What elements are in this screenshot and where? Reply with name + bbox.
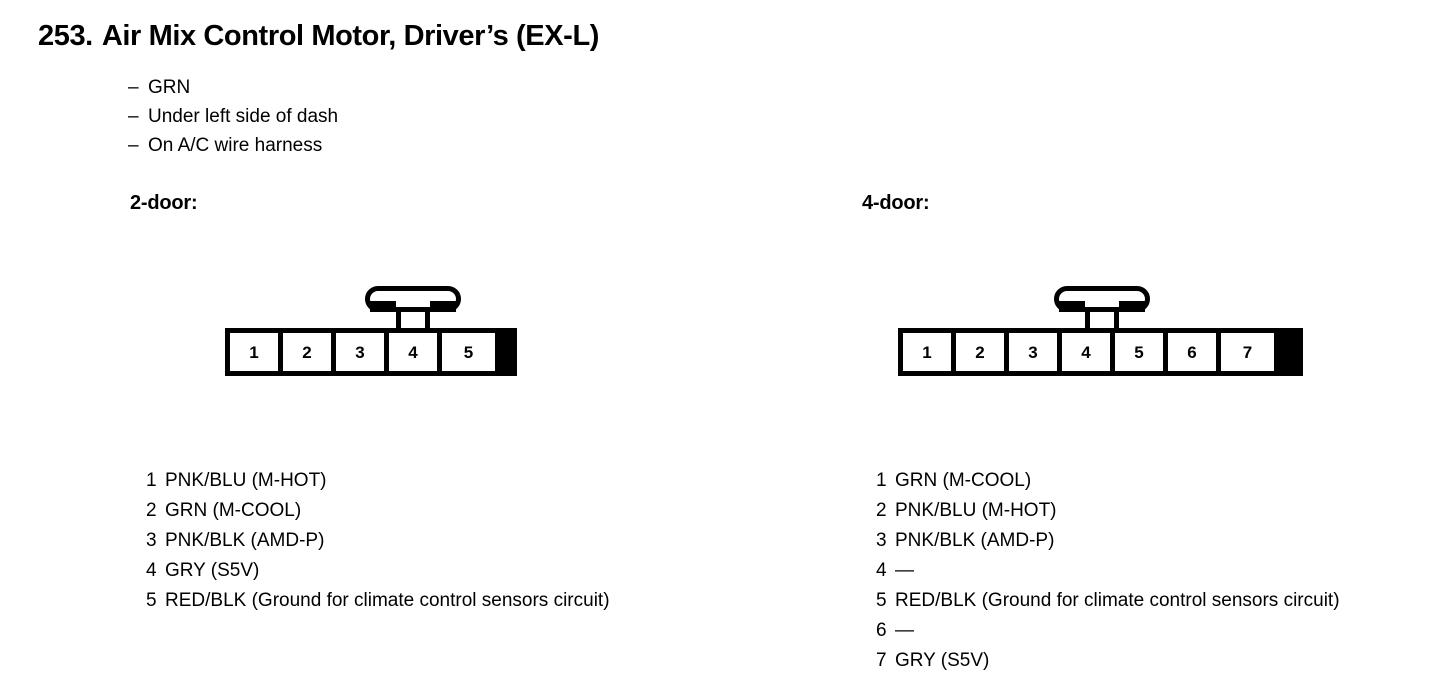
detail-list: –GRN –Under left side of dash –On A/C wi… bbox=[128, 73, 338, 160]
connector-body-2door: 1 2 3 4 5 bbox=[225, 328, 517, 376]
connector-body-4door: 1 2 3 4 5 6 7 bbox=[898, 328, 1303, 376]
pin-description: GRN (M-COOL) bbox=[165, 500, 302, 521]
pin-list-item: 1 PNK/BLU (M-HOT) bbox=[146, 466, 610, 496]
page-number: 253. bbox=[38, 20, 93, 52]
latch-notch-left bbox=[370, 301, 396, 312]
pin-description: — bbox=[895, 560, 914, 581]
pin-list-item: 4 GRY (S5V) bbox=[146, 556, 610, 586]
pin-description: RED/BLK (Ground for climate control sens… bbox=[165, 590, 610, 611]
detail-item: –On A/C wire harness bbox=[128, 131, 338, 160]
pin-description: PNK/BLU (M-HOT) bbox=[165, 470, 327, 491]
page-title: 253.Air Mix Control Motor, Driver’s (EX-… bbox=[38, 22, 599, 51]
variant-label-2door: 2-door: bbox=[130, 192, 198, 214]
detail-item-label: On A/C wire harness bbox=[148, 135, 323, 156]
pin-cell: 1 bbox=[230, 333, 283, 371]
pin-number: 1 bbox=[146, 470, 157, 491]
connector-diagram-2door: 1 2 3 4 5 bbox=[225, 286, 517, 376]
latch-notch-left bbox=[1059, 301, 1085, 312]
detail-item: –Under left side of dash bbox=[128, 102, 338, 131]
dash-bullet-icon: – bbox=[128, 106, 139, 127]
pin-cell: 1 bbox=[903, 333, 956, 371]
pin-description: PNK/BLU (M-HOT) bbox=[895, 500, 1057, 521]
dash-bullet-icon: – bbox=[128, 135, 139, 156]
pin-list-item: 1 GRN (M-COOL) bbox=[876, 466, 1340, 496]
latch-stem-left bbox=[1085, 307, 1090, 329]
pin-description: — bbox=[895, 620, 914, 641]
pin-cell: 4 bbox=[389, 333, 442, 371]
pin-list-item: 3 PNK/BLK (AMD-P) bbox=[146, 526, 610, 556]
pin-number: 3 bbox=[876, 530, 887, 551]
latch-notch-right bbox=[1119, 301, 1145, 312]
pin-description: PNK/BLK (AMD-P) bbox=[895, 530, 1055, 551]
dash-bullet-icon: – bbox=[128, 77, 139, 98]
pin-number: 4 bbox=[876, 560, 887, 581]
pin-description: GRN (M-COOL) bbox=[895, 470, 1032, 491]
pin-list-item: 2 GRN (M-COOL) bbox=[146, 496, 610, 526]
connector-latch-icon bbox=[365, 286, 461, 329]
pin-cell: 2 bbox=[956, 333, 1009, 371]
detail-item-label: GRN bbox=[148, 77, 191, 98]
detail-item: –GRN bbox=[128, 73, 338, 102]
pin-cell: 5 bbox=[442, 333, 495, 371]
pin-list-2door: 1 PNK/BLU (M-HOT) 2 GRN (M-COOL) 3 PNK/BLK … bbox=[146, 466, 610, 616]
latch-stem-right bbox=[1114, 307, 1119, 329]
pin-number: 2 bbox=[146, 500, 157, 521]
detail-item-label: Under left side of dash bbox=[148, 106, 339, 127]
page-title-text: Air Mix Control Motor, Driver’s (EX-L) bbox=[101, 20, 600, 52]
pin-list-item: 5 RED/BLK (Ground for climate control sen… bbox=[146, 586, 610, 616]
pin-number: 5 bbox=[876, 590, 887, 611]
latch-stem-right bbox=[425, 307, 430, 329]
latch-notch-right bbox=[430, 301, 456, 312]
pin-list-item: 2 PNK/BLU (M-HOT) bbox=[876, 496, 1340, 526]
latch-stem-left bbox=[396, 307, 401, 329]
pin-list-item: 3 PNK/BLK (AMD-P) bbox=[876, 526, 1340, 556]
pin-list-item: 7 GRY (S5V) bbox=[876, 646, 1340, 676]
pin-cell: 6 bbox=[1168, 333, 1221, 371]
connector-diagram-4door: 1 2 3 4 5 6 7 bbox=[898, 286, 1303, 376]
connector-latch-icon bbox=[1054, 286, 1150, 329]
pin-description: GRY (S5V) bbox=[895, 650, 990, 671]
pin-list-item: 4— bbox=[876, 556, 1340, 586]
pin-description: RED/BLK (Ground for climate control sens… bbox=[895, 590, 1340, 611]
pin-list-item: 6— bbox=[876, 616, 1340, 646]
pin-number: 1 bbox=[876, 470, 887, 491]
pin-cell: 4 bbox=[1062, 333, 1115, 371]
pin-cell: 7 bbox=[1221, 333, 1274, 371]
pin-description: GRY (S5V) bbox=[165, 560, 260, 581]
pin-list-4door: 1 GRN (M-COOL) 2 PNK/BLU (M-HOT) 3 PNK/BLK … bbox=[876, 466, 1340, 676]
pin-number: 4 bbox=[146, 560, 157, 581]
pin-description: PNK/BLK (AMD-P) bbox=[165, 530, 325, 551]
pin-number: 3 bbox=[146, 530, 157, 551]
pin-list-item: 5 RED/BLK (Ground for climate control sen… bbox=[876, 586, 1340, 616]
pin-number: 7 bbox=[876, 650, 887, 671]
pin-number: 5 bbox=[146, 590, 157, 611]
pin-cell: 3 bbox=[336, 333, 389, 371]
pin-number: 6 bbox=[876, 620, 887, 641]
pin-cell: 3 bbox=[1009, 333, 1062, 371]
pin-number: 2 bbox=[876, 500, 887, 521]
pin-cell: 2 bbox=[283, 333, 336, 371]
pin-cell: 5 bbox=[1115, 333, 1168, 371]
variant-label-4door: 4-door: bbox=[862, 192, 930, 214]
